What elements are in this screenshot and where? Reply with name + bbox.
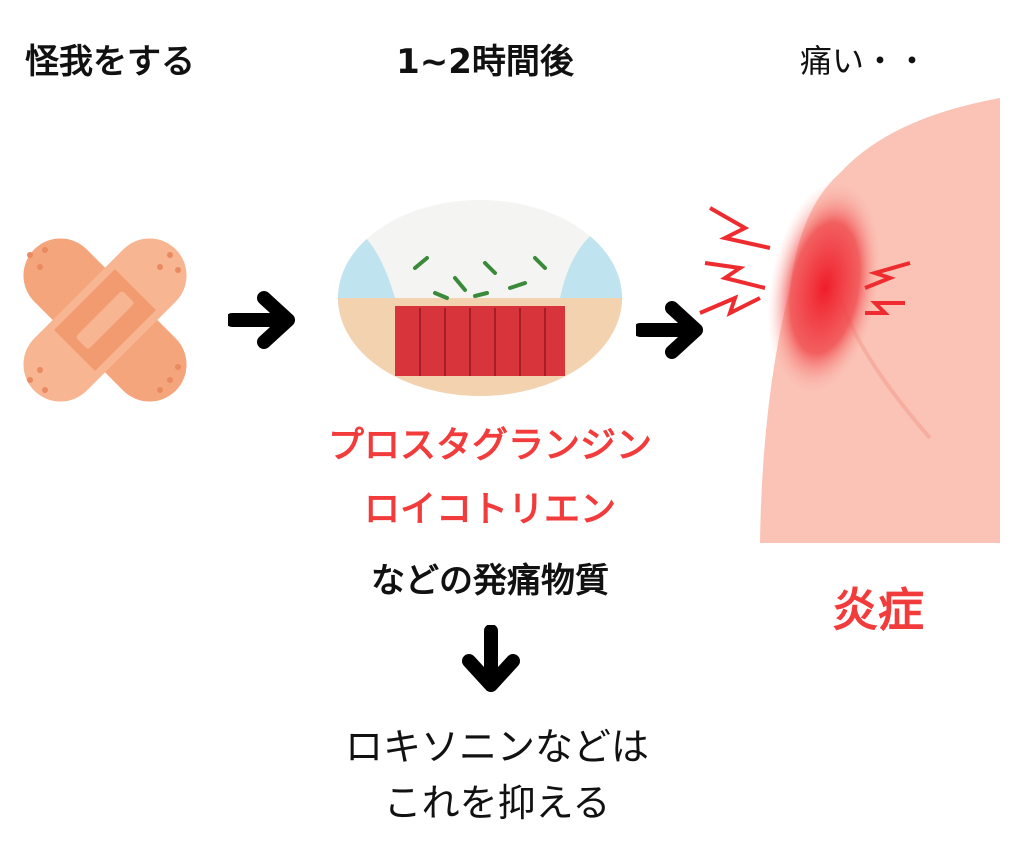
substance-leukotriene: ロイコトリエン [363, 489, 617, 530]
substance-prostaglandin: プロスタグランジン [327, 425, 653, 466]
conclusion-line1: ロキソニンなどは [344, 725, 650, 769]
arrow-right-icon [228, 291, 295, 349]
inflamed-arm-illustration [699, 98, 1000, 543]
arrow-down-icon [462, 625, 520, 692]
inflammation-label: 炎症 [832, 583, 924, 637]
bandage-illustration [23, 238, 187, 402]
arrow-right-icon [636, 301, 703, 359]
injury-label: 怪我をする [25, 42, 195, 82]
tissue-inflammation-illustration [338, 200, 622, 396]
conclusion-line2: これを抑える [383, 781, 611, 825]
pain-substances-label: などの発痛物質 [371, 561, 609, 601]
time-label: 1~2時間後 [396, 42, 574, 82]
pain-label: 痛い・・ [800, 42, 929, 80]
